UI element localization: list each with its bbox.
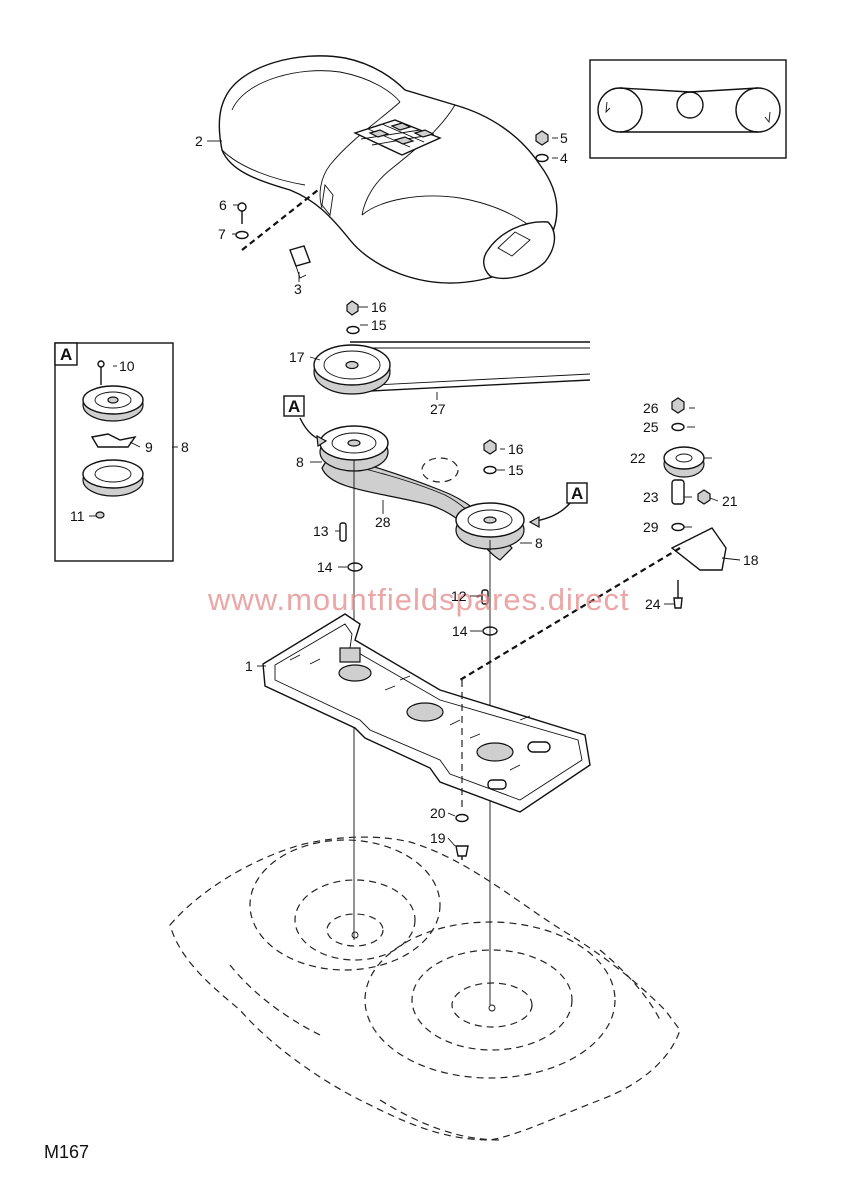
detail-a-marker-left: A [288, 397, 300, 416]
detail-a-inset: A [54, 342, 174, 562]
callout-16-top: 16 [371, 299, 387, 315]
callout-lines [89, 137, 741, 847]
cover-vent-grid [353, 119, 442, 156]
callout-20: 20 [430, 805, 446, 821]
callout-29: 29 [643, 519, 659, 535]
callout-2: 2 [195, 133, 203, 149]
callout-8-right: 8 [535, 535, 543, 551]
watermark-text: www.mountfieldspares.direct [207, 582, 630, 617]
callout-15-right: 15 [508, 462, 524, 478]
callout-23: 23 [643, 489, 659, 505]
callout-labels: 2 5 4 6 7 3 16 15 17 27 8 16 15 8 28 13 … [70, 130, 759, 846]
callout-8-detail: 8 [181, 439, 189, 455]
mower-deck-outline [169, 836, 681, 1141]
callout-26: 26 [643, 400, 659, 416]
callout-16-right: 16 [508, 441, 524, 457]
callout-15-top: 15 [371, 317, 387, 333]
callout-19: 19 [430, 830, 446, 846]
callout-28: 28 [375, 514, 391, 530]
detail-a-label: A [60, 345, 72, 364]
callout-17: 17 [289, 349, 305, 365]
callout-27: 27 [430, 401, 446, 417]
deck-plate [262, 613, 591, 860]
callout-25: 25 [643, 419, 659, 435]
callout-4: 4 [560, 150, 568, 166]
callout-22: 22 [630, 450, 646, 466]
callout-1: 1 [245, 658, 253, 674]
belt-cover [218, 55, 558, 284]
callout-9: 9 [145, 439, 153, 455]
idler-assembly [459, 397, 727, 681]
callout-10: 10 [119, 358, 135, 374]
cover-fasteners [235, 130, 549, 279]
callout-6: 6 [219, 197, 227, 213]
callout-12: 12 [451, 588, 467, 604]
callout-11: 11 [70, 508, 85, 524]
callout-14-left: 14 [317, 559, 333, 575]
callout-13: 13 [313, 523, 329, 539]
callout-3: 3 [294, 281, 302, 297]
callout-7: 7 [218, 226, 226, 242]
callout-24: 24 [645, 596, 661, 612]
callout-8-left: 8 [296, 454, 304, 470]
detail-a-marker-right: A [571, 484, 583, 503]
callout-5: 5 [560, 130, 568, 146]
diagram-code: M167 [44, 1142, 89, 1162]
callout-14-right: 14 [452, 623, 468, 639]
callout-21: 21 [722, 493, 738, 509]
belt-routing-inset [589, 59, 787, 159]
pulley-assembly: A A [283, 300, 591, 1005]
callout-18: 18 [743, 552, 759, 568]
